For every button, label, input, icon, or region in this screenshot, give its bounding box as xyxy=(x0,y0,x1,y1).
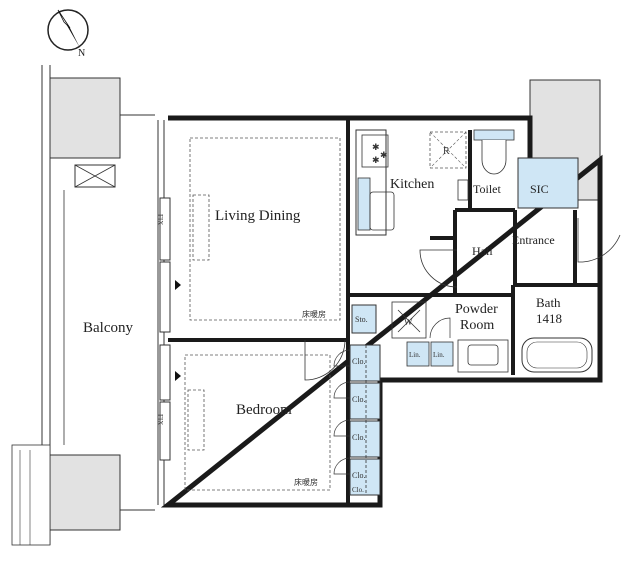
closet-door-swing-1 xyxy=(333,349,351,367)
linen-2 xyxy=(430,341,454,367)
powder-room-fixtures: W Lin. Lin. xyxy=(391,301,509,373)
room-label-powder-1: Powder xyxy=(455,302,498,317)
balcony-stair-top xyxy=(11,444,51,546)
kitchen-sink xyxy=(357,177,371,231)
floor-heating-label-lower: 床暖房 xyxy=(294,477,318,487)
room-label-kitchen: Kitchen xyxy=(390,177,434,192)
toilet-sink xyxy=(457,179,469,201)
room-label-sic: SIC xyxy=(530,182,549,196)
interior-walls xyxy=(168,118,600,505)
entry-triangle-upper-icon xyxy=(175,280,181,290)
window-sash-4 xyxy=(159,401,171,461)
vanity-basin xyxy=(467,344,499,366)
burner-icon-3: ✱ xyxy=(372,156,380,166)
sic-area xyxy=(517,157,579,209)
bedroom-floor-heating xyxy=(184,354,331,491)
room-label-bath-1: Bath xyxy=(536,295,561,310)
powder-door-swing xyxy=(429,317,451,339)
bathtub-inner xyxy=(526,341,588,369)
linen-label-1: Lin. xyxy=(409,351,421,359)
floor-heating-label-upper: 床暖房 xyxy=(302,309,326,319)
stove xyxy=(361,134,389,168)
north-label: N xyxy=(78,48,85,59)
fridge-cross-2 xyxy=(429,131,467,169)
bedroom-door-swing xyxy=(304,339,346,381)
washer-icon xyxy=(397,309,421,333)
washer-label: W xyxy=(404,317,413,327)
closet-3 xyxy=(349,420,381,458)
closet-label-1: Clo. xyxy=(352,357,366,366)
window-sash-1 xyxy=(159,197,171,261)
closet-door-swing-3 xyxy=(333,419,351,437)
balcony-structure xyxy=(11,65,155,546)
closet-column: Clo. Clo. Clo. Clo. Clo. xyxy=(333,344,381,496)
room-label-hall: Hall xyxy=(472,244,493,258)
toilet-bowl-icon xyxy=(481,140,507,175)
storage-box xyxy=(351,304,377,334)
north-arrow-tail-icon xyxy=(57,9,71,29)
balcony-column-bottom xyxy=(49,454,121,531)
window-sash-3 xyxy=(159,344,171,401)
closet-label-5: Clo. xyxy=(352,486,364,494)
room-label-powder-2: Room xyxy=(460,318,494,333)
ac-cross-2 xyxy=(74,164,116,188)
hall-door-swing xyxy=(419,249,458,288)
room-label-toilet: Toilet xyxy=(473,182,501,196)
room-label-entrance: Entrance xyxy=(512,233,555,247)
window-frames xyxy=(157,120,171,505)
compass: N xyxy=(47,9,89,59)
closet-label-3: Clo. xyxy=(352,433,366,442)
vanity-sink xyxy=(457,339,509,373)
bedroom-fix-window-mark xyxy=(187,389,205,451)
storage-label: Sto. xyxy=(355,315,368,324)
closet-4 xyxy=(349,458,381,496)
living-dining-floor-heating xyxy=(189,137,341,321)
closet-label-4: Clo. xyxy=(352,471,366,480)
window-sash-2 xyxy=(159,261,171,333)
closet-door-swing-2 xyxy=(333,381,351,399)
burner-icon-2: ✱ xyxy=(380,151,388,161)
closet-door-swing-4 xyxy=(333,457,351,475)
kitchen-fixtures: ✱ ✱ ✱ R xyxy=(355,129,467,236)
kitchen-sink-basin xyxy=(369,191,395,231)
entrance-door-swing xyxy=(577,218,621,263)
fridge-area xyxy=(429,131,467,169)
balcony-column-top xyxy=(49,77,121,159)
fix-label-lower: FIX xyxy=(156,414,164,425)
toilet-fixtures xyxy=(457,129,515,201)
burner-icon-1: ✱ xyxy=(372,143,380,153)
washer-box xyxy=(391,301,427,339)
room-label-bath-2: 1418 xyxy=(536,311,562,326)
closet-2 xyxy=(349,382,381,420)
kitchen-counter xyxy=(355,129,387,236)
living-dining-fix-window-mark xyxy=(192,194,210,261)
linen-label-2: Lin. xyxy=(433,351,445,359)
closet-1 xyxy=(349,344,381,382)
entry-triangle-lower-icon xyxy=(175,371,181,381)
fix-label-upper: FIX xyxy=(156,214,164,225)
room-label-balcony: Balcony xyxy=(83,320,133,336)
closet-label-2: Clo. xyxy=(352,395,366,404)
room-label-bedroom: Bedroom xyxy=(236,402,292,418)
fridge-label: R xyxy=(443,146,450,157)
toilet-tank xyxy=(473,129,515,141)
bathtub xyxy=(521,337,593,373)
compass-ring xyxy=(47,9,89,51)
linen-1 xyxy=(406,341,430,367)
room-label-living-dining: Living Dining xyxy=(215,208,301,224)
